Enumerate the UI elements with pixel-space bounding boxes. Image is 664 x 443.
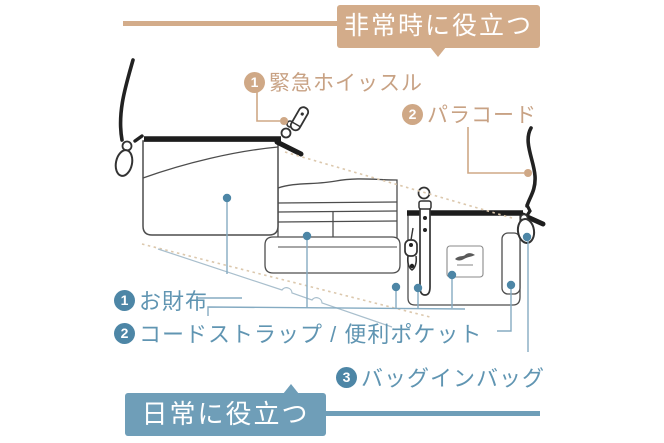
daily-banner-leader-line	[326, 411, 540, 416]
callout-wallet: 1 お財布	[114, 284, 208, 316]
connector-lines-tan	[256, 91, 524, 174]
callout-label: 緊急ホイッスル	[269, 72, 423, 95]
callout-label: パラコード	[427, 104, 537, 127]
daily-banner: 日常に役立つ	[125, 384, 326, 436]
emergency-banner: 非常時に役立つ	[337, 5, 540, 57]
whistle-illustration	[280, 106, 310, 139]
callout-paracord: 2 パラコード	[402, 99, 537, 129]
front-pouch	[264, 236, 401, 274]
zipper-wallet	[144, 136, 304, 157]
right-strap	[524, 126, 537, 219]
callout-number-badge: 2	[402, 103, 423, 125]
callout-bag-in-bag: 3 バッグインバッグ	[336, 361, 545, 393]
connector-lines-blue	[198, 202, 529, 352]
connector-dots-blue	[222, 193, 532, 293]
callout-cord-strap-pocket: 2 コードストラップ / 便利ポケット	[114, 317, 482, 349]
projection-line	[157, 248, 393, 328]
cord-loop	[417, 186, 432, 296]
callout-label: コードストラップ / 便利ポケット	[139, 322, 483, 347]
banner-tail	[283, 384, 299, 394]
perspective-dotted-lines	[141, 151, 513, 318]
callout-emergency-whistle: 1 緊急ホイッスル	[244, 67, 423, 97]
wallet-outline	[142, 140, 279, 236]
left-strap	[118, 58, 144, 143]
callout-number-badge: 1	[114, 289, 135, 311]
swallow-logo-icon	[455, 253, 475, 261]
connector-dots-tan	[280, 117, 532, 177]
callout-label: バッグインバッグ	[361, 366, 546, 391]
callout-number-badge: 3	[336, 366, 357, 388]
callout-number-badge: 2	[114, 322, 135, 344]
callout-number-badge: 1	[244, 71, 265, 93]
callout-label: お財布	[139, 289, 209, 314]
banner-tail	[430, 47, 446, 57]
cord-toggle	[404, 227, 418, 271]
emergency-banner-leader-line	[123, 21, 338, 26]
carabiner-clip-left	[114, 140, 134, 177]
organizer-pockets	[277, 178, 398, 248]
brand-patch	[446, 245, 484, 278]
